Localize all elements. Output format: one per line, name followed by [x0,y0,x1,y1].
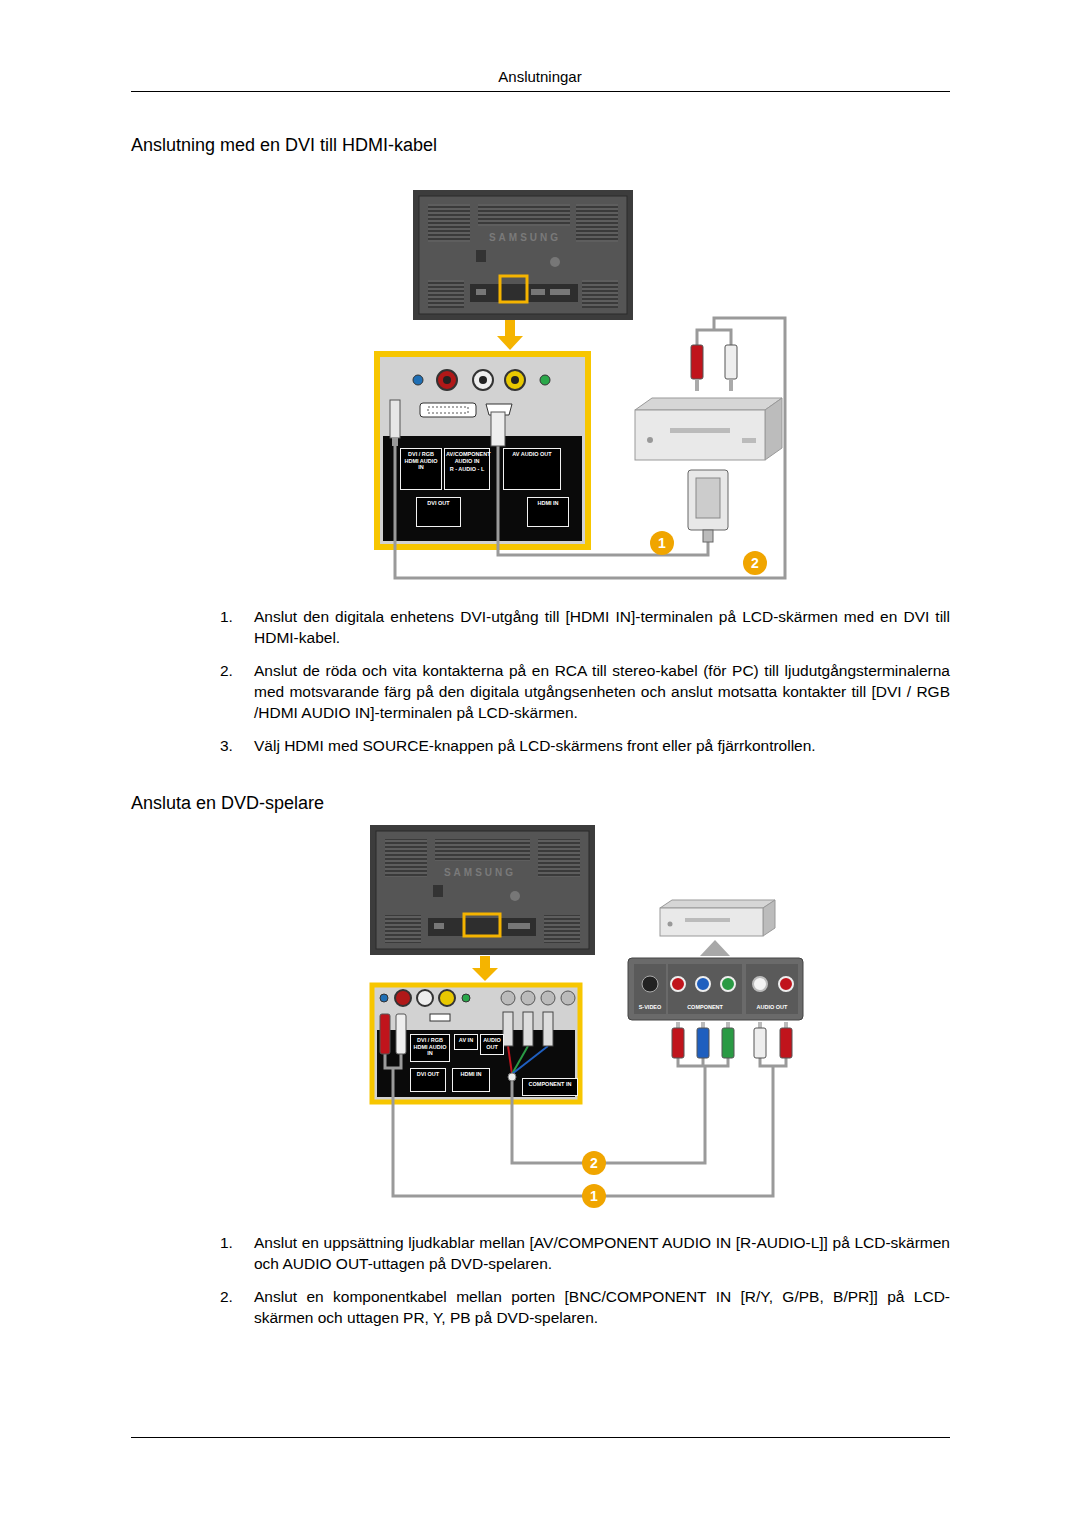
rca-plugs [672,1022,792,1058]
dvd-player [635,398,782,460]
port-label-box: HDMI IN [527,497,569,527]
header-rule [131,91,950,92]
callout-badge [582,1151,606,1175]
port-label: HDMI IN [454,1071,488,1078]
dvd-player [660,900,775,956]
callout-badge [650,531,674,555]
component-cable [503,1012,728,1163]
step-number: 1. [220,1232,250,1253]
port-label-box: AV AUDIO OUT [503,448,561,490]
connector-panel [377,354,588,547]
port-label: AV/COMPONENT AUDIO IN [446,451,488,464]
port-label-box: DVI / RGB HDMI AUDIO IN [410,1034,450,1062]
callout-badge [743,551,767,575]
port-label-box: AV/COMPONENT AUDIO IN R - AUDIO - L [444,448,490,490]
port-label: COMPONENT IN [524,1081,576,1088]
port-label: S-VIDEO [632,1004,668,1011]
port-label: DVI / RGB HDMI AUDIO IN [412,1037,448,1057]
port-label-box: COMPONENT IN [522,1078,578,1096]
port-label-box: DVI OUT [416,497,461,527]
port-label: DVI OUT [418,500,459,507]
port-label: AV IN [456,1037,476,1044]
pointer-arrow [472,956,498,981]
monitor-back [370,825,595,955]
audio-cable [380,1014,786,1196]
port-label: AUDIO OUT [482,1037,502,1050]
step-number: 2. [220,1286,250,1307]
brand-logo: SAMSUNG [425,866,535,879]
audio-cable [390,318,785,578]
callout-badge [582,1184,606,1208]
step-text: Välj HDMI med SOURCE-knappen på LCD-skär… [254,735,950,756]
monitor-back [413,190,633,320]
step-number: 1. [220,606,250,627]
pointer-arrow [497,320,523,350]
port-label: AV AUDIO OUT [505,451,559,458]
step-number: 2. [220,660,250,681]
port-label: R - AUDIO - L [446,466,488,473]
port-label: DVI / RGB HDMI AUDIO IN [402,451,440,471]
port-label: DVI OUT [412,1071,444,1078]
port-label-box: HDMI IN [452,1068,490,1092]
callout-number: 2 [744,554,766,572]
step-number: 3. [220,735,250,756]
port-label-box: DVI OUT [410,1068,446,1092]
section-heading: Anslutning med en DVI till HDMI-kabel [131,134,831,157]
step-text: Anslut den digitala enhetens DVI-utgång … [254,606,950,648]
callout-number: 1 [583,1187,605,1205]
port-label: AUDIO OUT [746,1004,798,1011]
port-label: COMPONENT [668,1004,742,1011]
callout-number: 2 [583,1154,605,1172]
port-label-box: DVI / RGB HDMI AUDIO IN [400,448,442,490]
page-header: Anslutningar [340,68,740,85]
port-label: HDMI IN [529,500,567,507]
port-label-box: AUDIO OUT [480,1034,504,1055]
dvd-output-panel [628,958,803,1020]
port-label-box: AV IN [454,1034,478,1050]
section-heading: Ansluta en DVD-spelare [131,792,831,815]
callout-number: 1 [651,534,673,552]
step-text: Anslut en komponentkabel mellan porten [… [254,1286,950,1328]
brand-logo: SAMSUNG [470,231,580,244]
footer-rule [131,1437,950,1438]
step-text: Anslut en uppsättning ljudkablar mellan … [254,1232,950,1274]
connector-panel [372,985,580,1102]
step-text: Anslut de röda och vita kontakterna på e… [254,660,950,723]
